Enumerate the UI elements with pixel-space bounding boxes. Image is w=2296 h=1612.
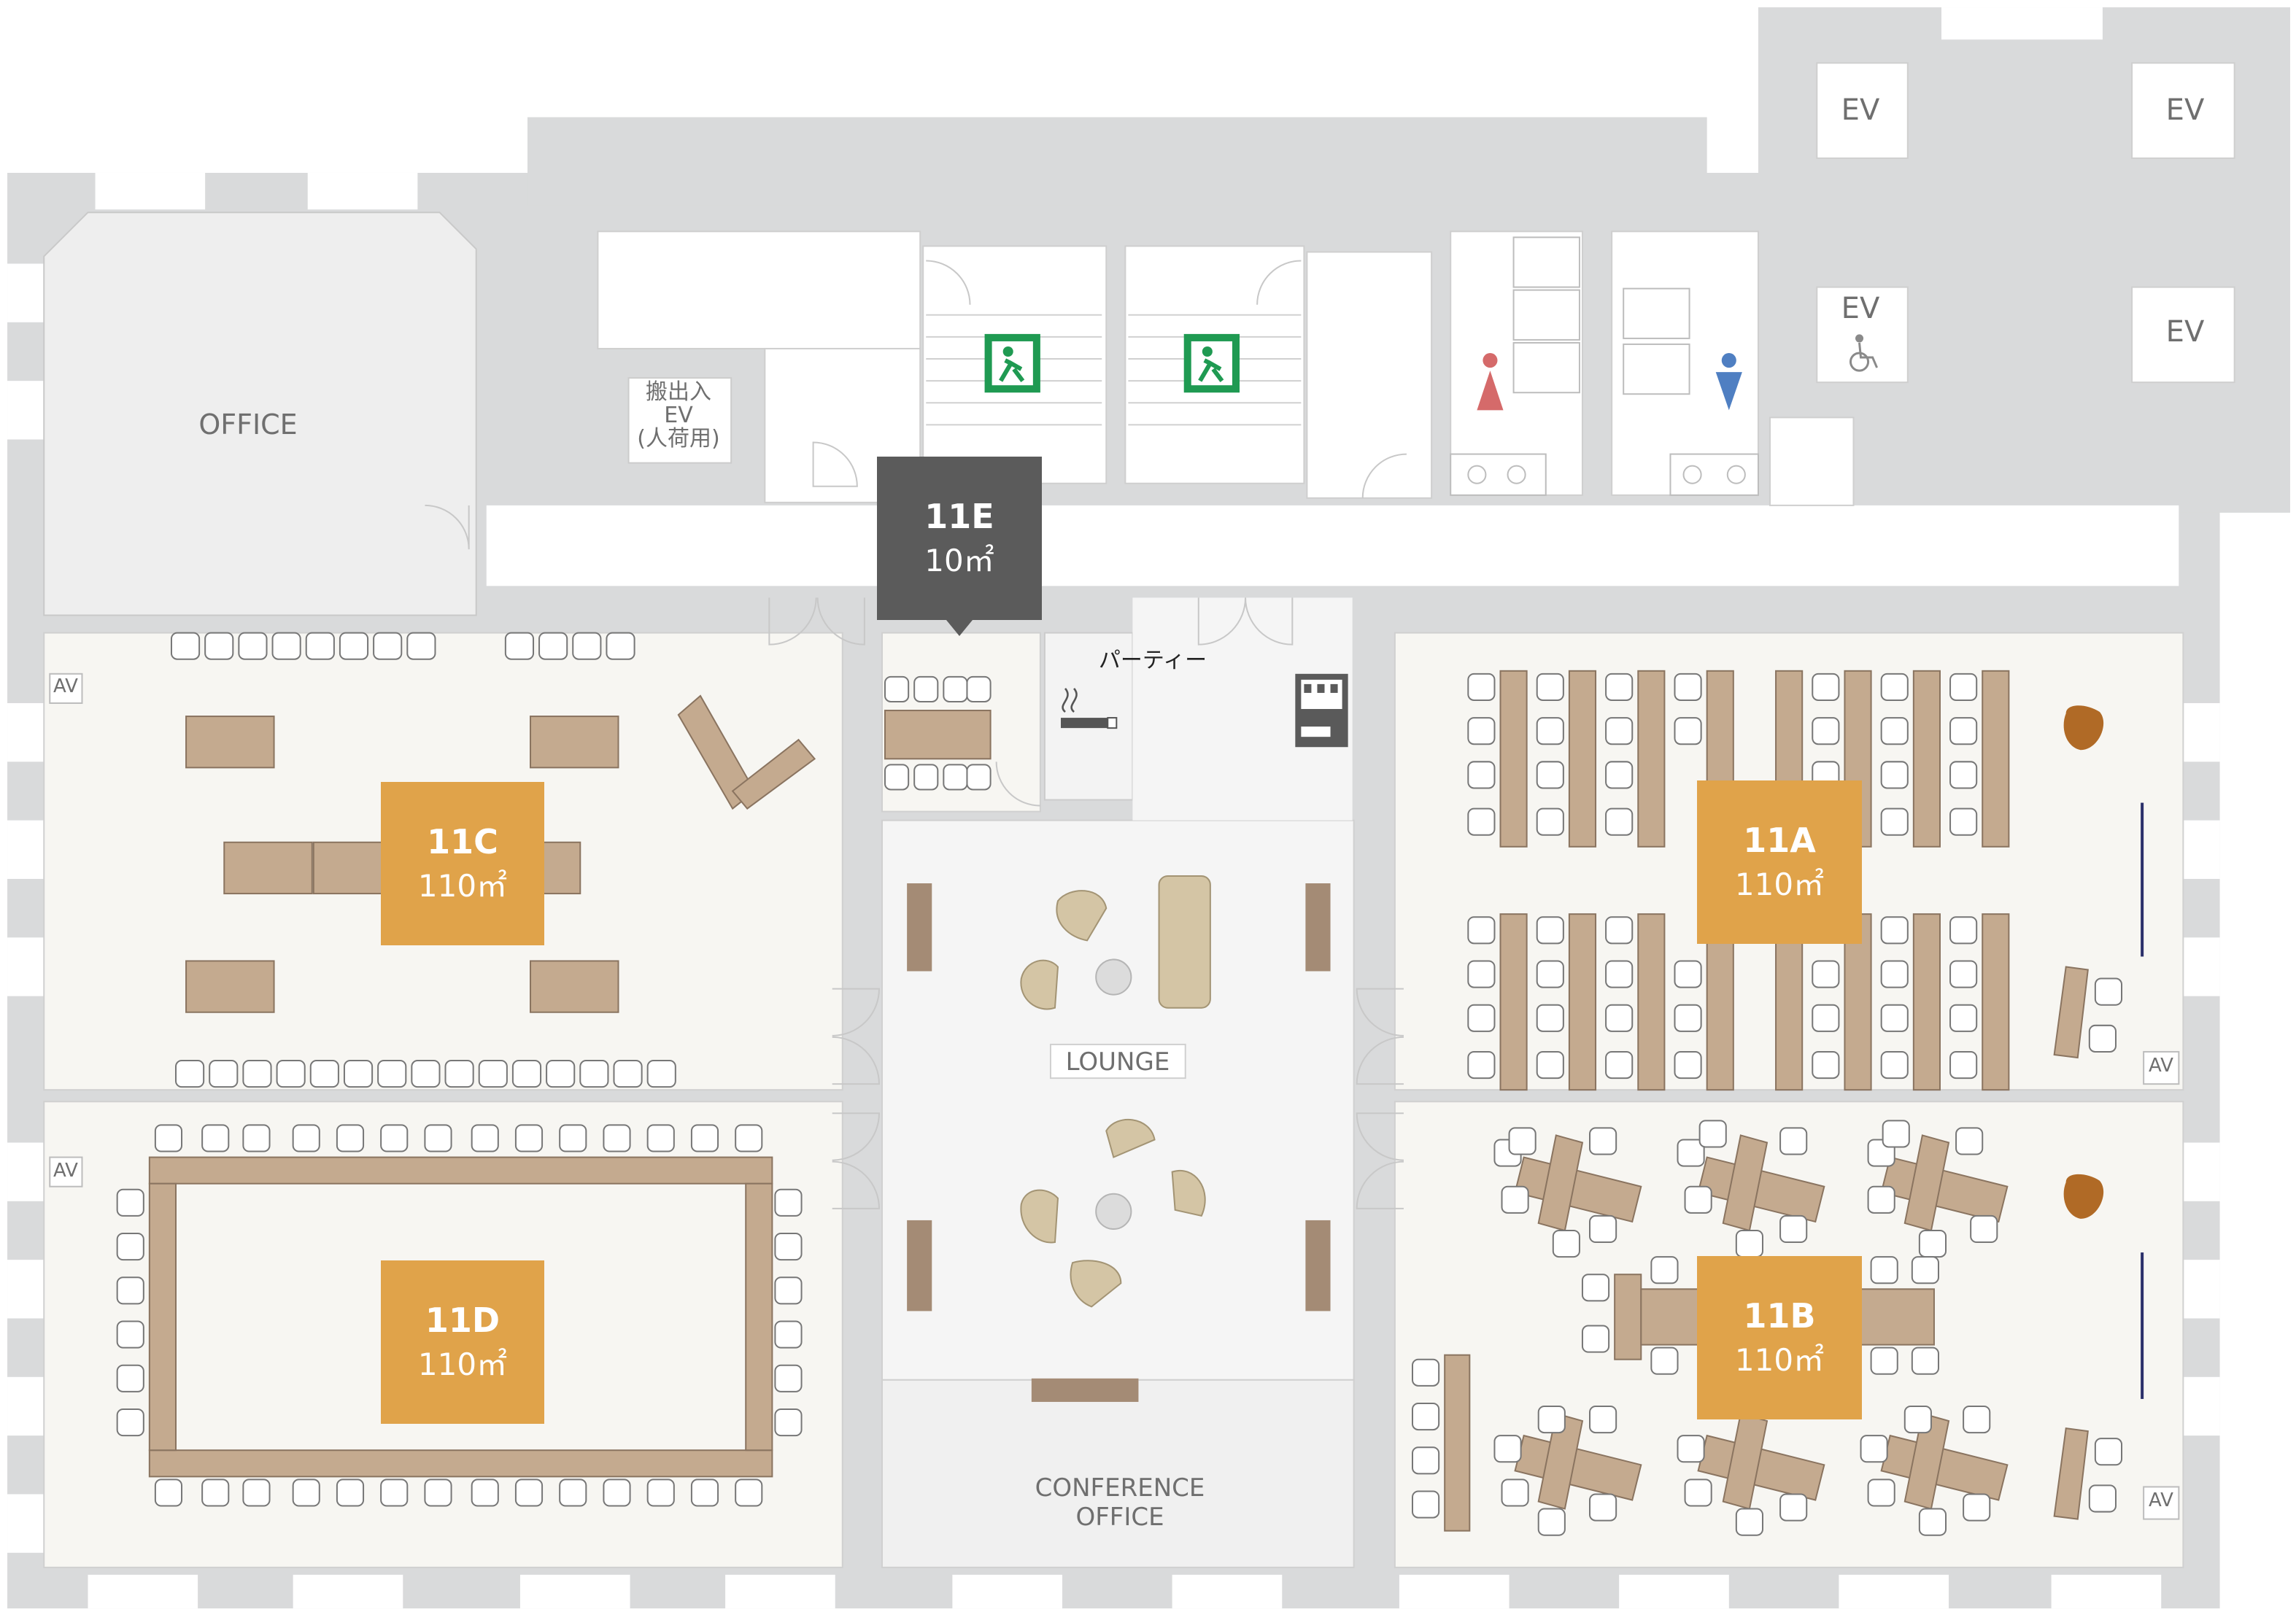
room-card-11a[interactable]: 11A 110㎡ [1697,780,1862,944]
freight-ev-box [627,377,733,464]
conference-office-label: CONFERENCE OFFICE [1007,1473,1233,1532]
room-card-11b[interactable]: 11B 110㎡ [1697,1256,1862,1419]
freight-ev-label-line3: (人荷用) [637,426,720,452]
freight-ev-label: 搬出入 EV (人荷用) [627,381,730,451]
room-11e-furniture [884,675,992,791]
office-room [43,212,477,616]
ev-label: EV [2165,93,2205,127]
male-restroom-icon [1715,353,1742,411]
room-11d-furniture [116,1124,803,1507]
restroom-fixtures [1450,236,1759,496]
ev-label: EV [2165,315,2205,349]
room-name: 11B [1743,1296,1816,1336]
party-label: パーティー [1098,648,1207,673]
ev-label: EV [1841,93,1880,127]
conference-office-label-line1: CONFERENCE [1035,1473,1205,1503]
av-label: AV [2149,1489,2173,1511]
callout-pointer [946,620,973,636]
lounge-furniture [907,875,1331,1402]
lounge-floor [881,819,1355,1381]
ev-label: EV [1841,292,1880,325]
room-area: 110㎡ [417,1346,508,1382]
emergency-exit-icon [984,333,1040,393]
room-card-11d[interactable]: 11D 110㎡ [381,1260,544,1424]
window-strips [7,7,2220,1609]
conference-office-label-line2: OFFICE [1075,1503,1164,1532]
office-label: OFFICE [198,408,298,441]
lounge-label: LOUNGE [1065,1047,1170,1077]
room-name: 11E [924,497,994,536]
av-boxes [49,673,2180,1520]
party-room-floor [1043,632,1134,801]
room-area: 10㎡ [924,543,994,578]
av-label: AV [53,1160,78,1182]
room-11c-furniture [170,632,816,1088]
wheelchair-icon [1849,334,1879,372]
av-label: AV [53,675,78,697]
room-name: 11C [427,822,498,861]
stair-treads [926,314,1302,426]
room-name: 11D [425,1301,500,1340]
emergency-exit-icon [1183,333,1240,393]
freight-ev-label-line1: 搬出入 [646,379,711,405]
room-card-11e[interactable]: 11E 10㎡ [877,457,1042,636]
lounge-label-box [1049,1043,1186,1080]
corridor [486,505,2179,586]
freight-ev-label-line2: EV [664,403,693,428]
smoking-icon [1061,688,1118,729]
room-area: 110㎡ [417,868,508,904]
doors [425,260,1407,1209]
room-area: 110㎡ [1734,1342,1825,1378]
room-card-11c[interactable]: 11C 110㎡ [381,782,544,945]
room-name: 11A [1743,821,1816,860]
vending-machine-icon [1295,673,1348,748]
av-label: AV [2149,1055,2173,1077]
female-restroom-icon [1477,353,1504,411]
room-area: 110㎡ [1734,867,1825,902]
